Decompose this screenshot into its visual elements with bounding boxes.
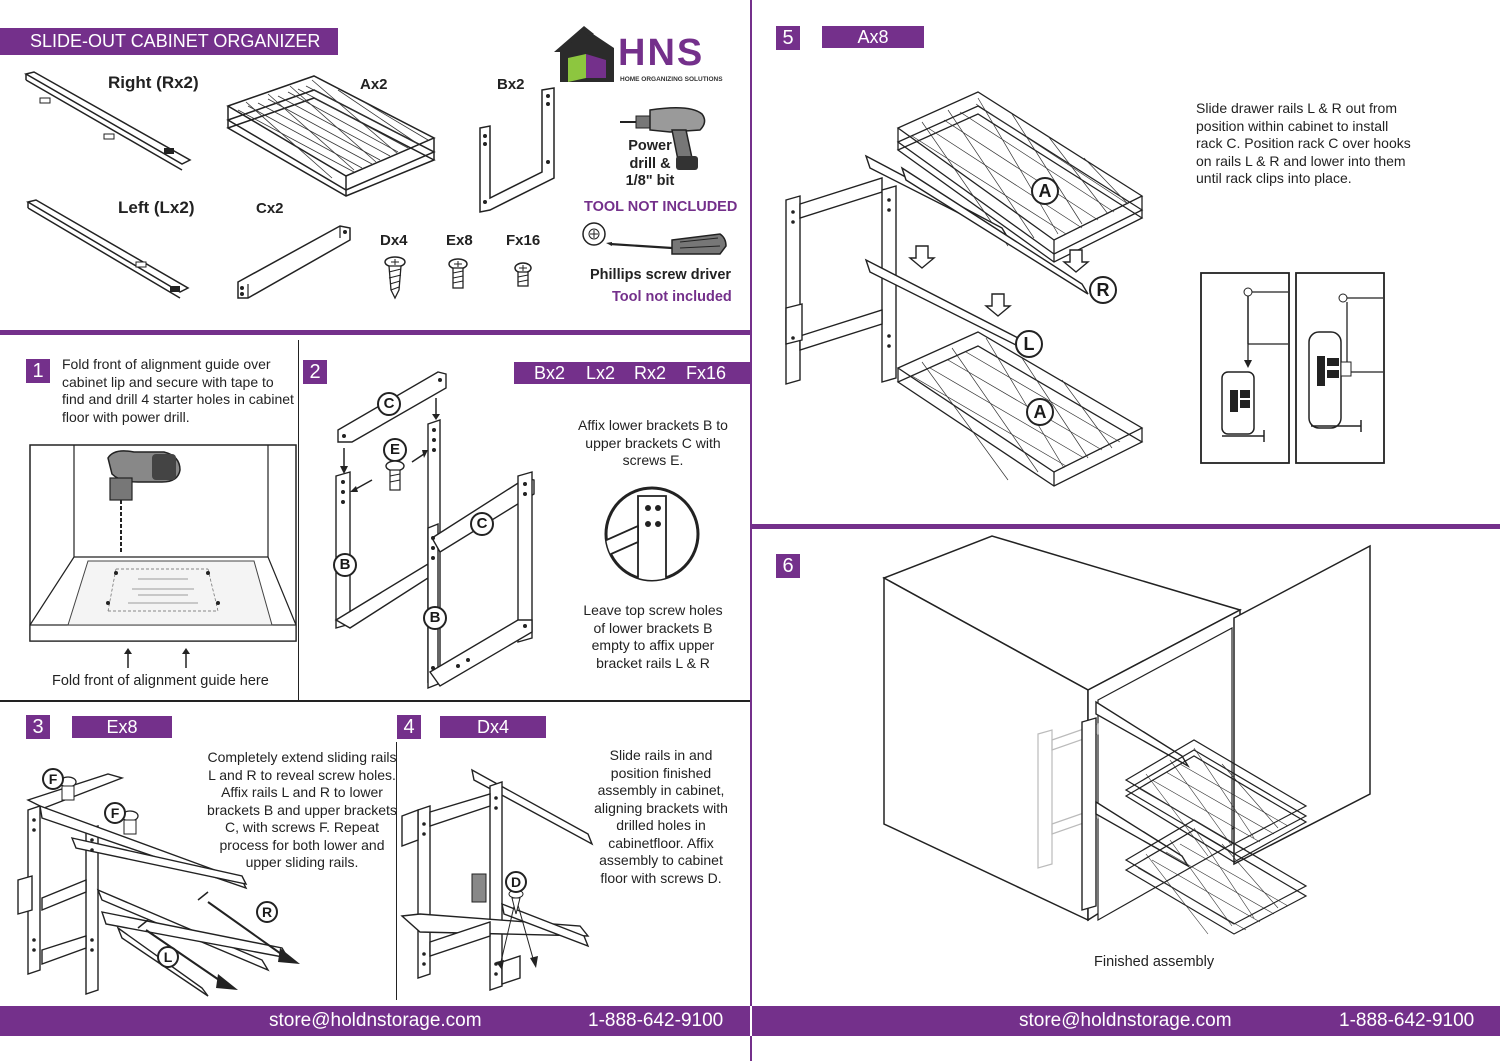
part-right-label: Right (Rx2) (108, 73, 199, 92)
step-5-clip-detail-1 (1200, 272, 1290, 464)
step-3-callout-r: R (256, 901, 278, 923)
step-2-tags: Bx2 Lx2 Rx2 Fx16 (514, 362, 750, 384)
footer-divider (750, 1006, 752, 1036)
step-5-callout-l: L (1015, 330, 1043, 358)
part-f-label: Fx16 (506, 232, 541, 249)
step-2-callout-c-lower: C (470, 512, 494, 536)
step-1-text: Fold front of alignment guide over cabin… (62, 356, 294, 425)
logo-tagline: HOME ORGANIZING SOLUTIONS (620, 76, 723, 83)
drill-caption: Power drill & 1/8" bit (625, 138, 675, 189)
step-3-number: 3 (26, 715, 50, 739)
step-1-caption: Fold front of alignment guide here (52, 673, 269, 689)
part-left-label: Left (Lx2) (118, 198, 195, 217)
step-3-text: Completely extend sliding rails L and R … (207, 749, 397, 870)
step-3-4-vertical-rule (396, 742, 397, 1000)
power-drill-icon (620, 107, 706, 170)
step-1-number: 1 (26, 359, 50, 383)
step-2-text-1: Affix lower brackets B to upper brackets… (578, 417, 728, 468)
part-b-label: Bx2 (497, 76, 525, 93)
tool-not-included-caps: TOOL NOT INCLUDED (584, 199, 738, 215)
step-2-callout-c-top: C (377, 392, 401, 416)
step-2-tag-l: Lx2 (586, 363, 616, 383)
step-5-clip-detail-2 (1295, 272, 1385, 464)
divider-mid-left (0, 700, 750, 702)
part-d-label: Dx4 (380, 232, 408, 249)
step-1-fold-arrows (124, 648, 190, 668)
part-a-label: Ax2 (360, 76, 388, 93)
step-5-tag: Ax8 (822, 26, 924, 48)
step-2-vertical-rule (298, 340, 299, 700)
tool-not-included: Tool not included (612, 289, 732, 305)
step-2-detail-circle (604, 486, 700, 582)
step-2-text-2: Leave top screw holes of lower brackets … (583, 602, 723, 671)
step-5-callout-a-top: A (1031, 177, 1059, 205)
step-4-callout-d: D (505, 871, 527, 893)
step-5-number: 5 (776, 26, 800, 50)
bracket-b-drawing (479, 87, 555, 213)
footer-phone-right[interactable]: 1-888-642-9100 (1339, 1010, 1475, 1031)
footer-email-left[interactable]: store@holdnstorage.com (269, 1010, 482, 1031)
screw-e-icon (448, 258, 468, 289)
step-4-tag: Dx4 (440, 716, 546, 738)
house-icon (554, 26, 614, 82)
step-5-callout-r: R (1089, 276, 1117, 304)
step-6-caption: Finished assembly (1094, 954, 1215, 970)
step-5-callout-a-bottom: A (1026, 398, 1054, 426)
phillips-screwdriver-icon (582, 222, 727, 255)
step-1-drill-icon (107, 450, 181, 552)
screwdriver-label: Phillips screw driver (590, 267, 732, 283)
doc-title-bar: SLIDE-OUT CABINET ORGANIZER (0, 28, 338, 55)
step-4-assembly-drawing (400, 768, 594, 991)
step-2-callout-b-right: B (423, 606, 447, 630)
wire-basket-drawing (226, 75, 436, 197)
right-rail-drawing (24, 71, 192, 171)
left-rail-drawing (26, 199, 190, 299)
vertical-divider (750, 0, 752, 1061)
step-4-number: 4 (397, 715, 421, 739)
footer-phone-left[interactable]: 1-888-642-9100 (588, 1010, 724, 1031)
step-2-tag-r: Rx2 (634, 363, 667, 383)
step-3-rail-assembly-drawing (17, 773, 300, 997)
step-2-number: 2 (303, 360, 327, 384)
step-2-callout-e: E (383, 438, 407, 462)
step-3-callout-f-1: F (42, 768, 64, 790)
footer-email-right[interactable]: store@holdnstorage.com (1019, 1010, 1232, 1031)
step-3-tag: Ex8 (72, 716, 172, 738)
divider-right (752, 524, 1500, 529)
step-4-text: Slide rails in and position finished ass… (594, 747, 728, 886)
step-2-tag-f: Fx16 (686, 363, 727, 383)
step-2-tag-b: Bx2 (534, 363, 566, 383)
logo-text: HNS (618, 32, 705, 74)
step-2-screw-e-icon (385, 460, 405, 491)
step-6-number: 6 (776, 554, 800, 578)
step-5-rack-install-drawing (785, 91, 1144, 487)
step-2-callout-b-left: B (333, 553, 357, 577)
divider-top-left (0, 330, 750, 335)
part-e-label: Ex8 (446, 232, 473, 249)
step-6-finished-cabinet-drawing (882, 535, 1371, 935)
bracket-c-drawing (237, 225, 351, 299)
step-3-callout-l: L (157, 946, 179, 968)
screw-d-icon (384, 256, 406, 300)
step-3-callout-f-2: F (104, 802, 126, 824)
step-5-text: Slide drawer rails L & R out from positi… (1196, 100, 1411, 186)
doc-title: SLIDE-OUT CABINET ORGANIZER (30, 31, 321, 51)
screw-f-icon (514, 262, 532, 287)
part-c-label: Cx2 (256, 200, 284, 217)
hns-logo: HNS HOME ORGANIZING SOLUTIONS (554, 26, 730, 88)
step-2-bracket-drawing (334, 371, 535, 690)
